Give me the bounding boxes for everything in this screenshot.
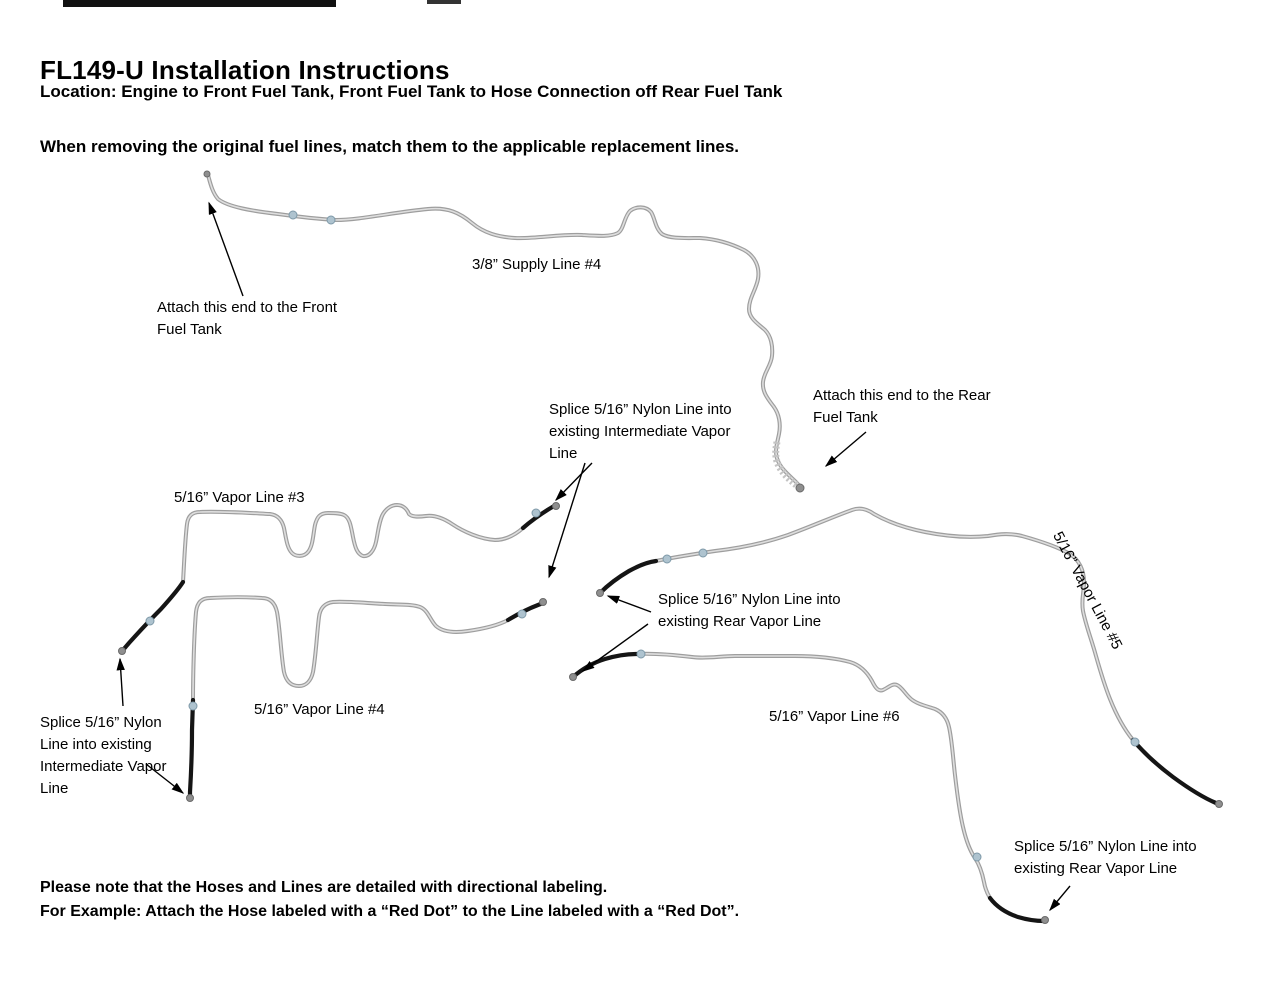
label-splice-rear-center: Splice 5/16” Nylon Line into existing Re… bbox=[658, 591, 841, 630]
vapor-line-5-nylon-left bbox=[597, 558, 659, 596]
supply-line-4-path bbox=[206, 173, 802, 490]
quick-connect-fittings bbox=[145, 210, 1140, 862]
scan-artifact-bar bbox=[63, 0, 336, 7]
vapor-line-3-path bbox=[181, 503, 525, 584]
arrow-rear-tank bbox=[824, 431, 867, 467]
label-vapor-line-6: 5/16” Vapor Line #6 bbox=[769, 708, 900, 725]
label-splice-intermediate-left: Splice 5/16” Nylon Line into existing In… bbox=[40, 714, 167, 797]
vapor-line-6-nylon-right bbox=[987, 895, 1047, 924]
intro-line: When removing the original fuel lines, m… bbox=[40, 137, 740, 156]
label-attach-front-tank: Attach this end to the Front Fuel Tank bbox=[157, 299, 338, 338]
label-splice-intermediate-center: Splice 5/16” Nylon Line into existing In… bbox=[549, 401, 732, 462]
vapor-line-4-path bbox=[191, 595, 510, 702]
vapor-line-4-nylon-right bbox=[505, 600, 546, 623]
vapor-line-4-nylon-left bbox=[187, 697, 196, 801]
vapor-line-6-nylon-left bbox=[570, 651, 640, 680]
arrow-splice-intermediate-upper bbox=[555, 462, 593, 502]
arrow-splice-left-up bbox=[116, 657, 125, 707]
page-title: FL149-U Installation Instructions bbox=[40, 55, 450, 86]
location-line: Location: Engine to Front Fuel Tank, Fro… bbox=[40, 82, 783, 101]
footer-note-1: Please note that the Hoses and Lines are… bbox=[40, 879, 608, 896]
vapor-line-6-path bbox=[635, 651, 992, 900]
scan-artifact-mark bbox=[427, 0, 461, 4]
arrow-splice-intermediate-lower bbox=[548, 462, 586, 579]
label-splice-rear-bottom: Splice 5/16” Nylon Line into existing Re… bbox=[1014, 838, 1197, 877]
label-vapor-line-4: 5/16” Vapor Line #4 bbox=[254, 701, 385, 718]
arrow-front-tank bbox=[208, 201, 244, 297]
vapor-line-5-nylon-right bbox=[1130, 737, 1223, 808]
vapor-line-3-nylon-left bbox=[120, 579, 186, 653]
supply-line-braided-hose bbox=[772, 441, 802, 490]
arrow-splice-rear-bottom bbox=[1049, 885, 1071, 912]
arrow-splice-rear-lower bbox=[581, 623, 649, 672]
label-attach-rear-tank: Attach this end to the Rear Fuel Tank bbox=[813, 387, 991, 426]
label-vapor-line-3: 5/16” Vapor Line #3 bbox=[174, 489, 305, 506]
footer-note-2: For Example: Attach the Hose labeled wit… bbox=[40, 903, 740, 920]
arrow-splice-rear-upper bbox=[606, 595, 652, 613]
end-fittings bbox=[118, 170, 1223, 924]
label-supply-line-4: 3/8” Supply Line #4 bbox=[472, 256, 602, 273]
arrow-splice-left-down bbox=[145, 763, 185, 794]
